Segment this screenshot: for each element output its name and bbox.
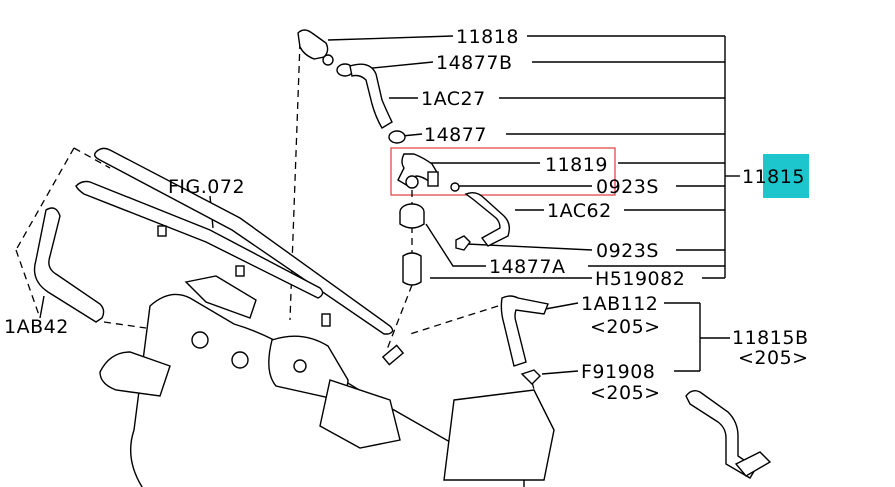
label-11815-left: 118: [742, 166, 780, 188]
label-1ac62: 1AC62: [547, 200, 612, 222]
label-1ab42: 1AB42: [4, 316, 69, 338]
label-h519082: H519082: [595, 268, 685, 290]
lower-right-parts: [500, 295, 772, 479]
label-11815: 11815: [742, 166, 805, 188]
hose-assembly: [297, 29, 511, 286]
label-205-b: <205>: [738, 347, 809, 369]
long-pipe: [75, 147, 394, 335]
label-1ab112: 1AB112: [581, 293, 658, 315]
label-11815-right: 15: [780, 166, 805, 188]
label-0923s-upper: 0923S: [596, 176, 659, 198]
label-f91908: F91908: [581, 361, 655, 383]
intake-manifold: [99, 275, 555, 487]
label-11819: 11819: [545, 154, 608, 176]
label-14877b: 14877B: [436, 52, 512, 74]
callout-box-11819: [390, 147, 616, 196]
label-14877: 14877: [424, 124, 487, 146]
label-205-c: <205>: [590, 382, 661, 404]
label-11818: 11818: [456, 26, 519, 48]
label-fig-072: FIG.072: [168, 176, 245, 198]
label-11815b: 11815B: [732, 327, 808, 349]
label-1ac27: 1AC27: [421, 88, 486, 110]
label-205-a: <205>: [590, 316, 661, 338]
part-labels: 11818 14877B 1AC27 14877 11819 0923S 1AC…: [4, 26, 809, 404]
highlight-11815: [763, 154, 809, 198]
label-0923s-lower: 0923S: [596, 240, 659, 262]
leader-lines: [499, 35, 740, 372]
pointer-lines: [39, 35, 593, 375]
label-14877a: 14877A: [489, 256, 565, 278]
hose-1ab42: [33, 207, 105, 323]
